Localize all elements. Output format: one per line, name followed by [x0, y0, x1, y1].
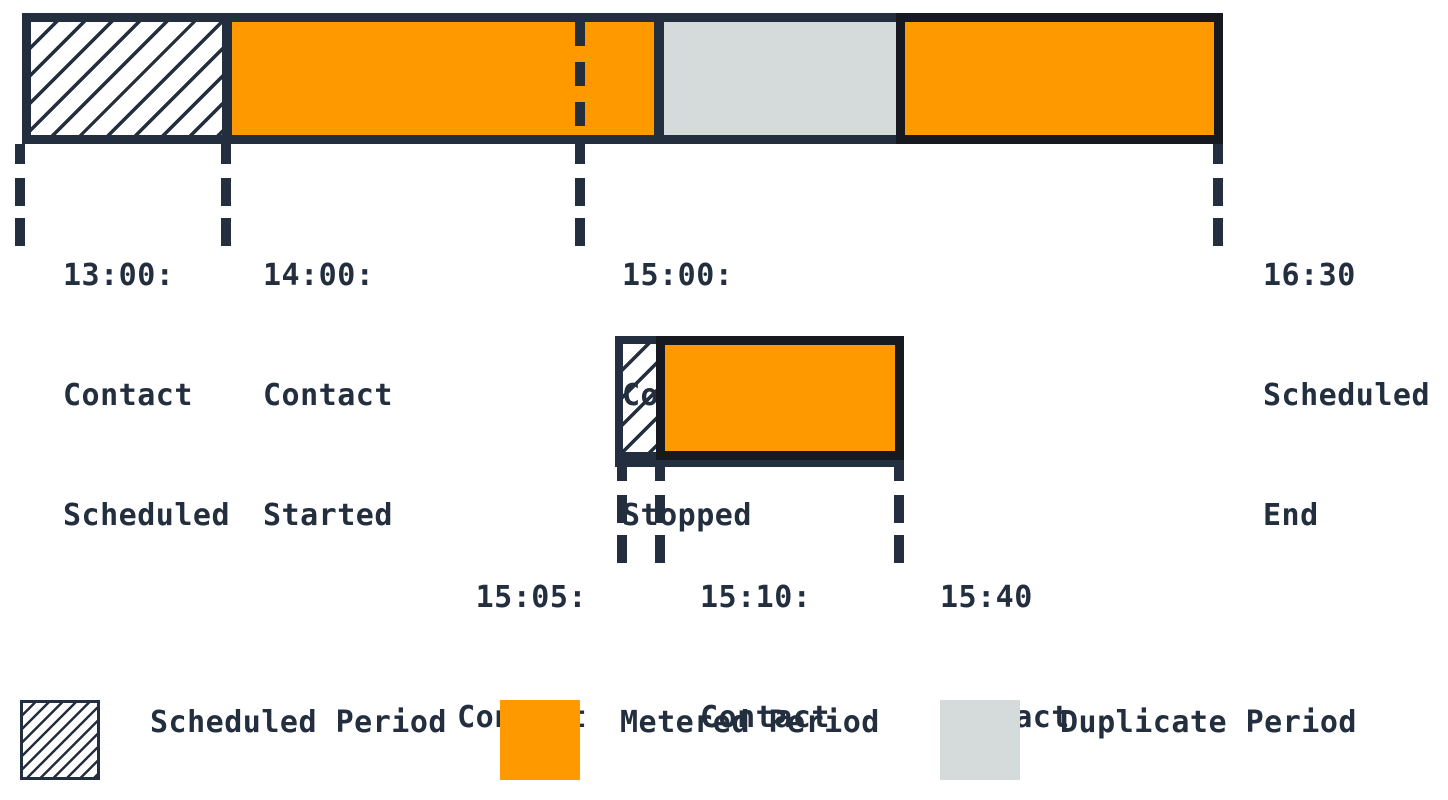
legend-swatch-duplicate-period — [940, 700, 1020, 780]
legend-swatch-scheduled-period — [20, 700, 100, 780]
tick-15-05 — [617, 467, 627, 563]
label-scheduled-end-16-30: 16:30 Scheduled End — [1263, 258, 1431, 533]
legend-label-duplicate-period: Duplicate Period — [1060, 705, 1357, 740]
segment-divider — [654, 22, 664, 135]
contact-stopped-dashed-line — [575, 22, 585, 135]
tick-13-00 — [15, 144, 25, 246]
top-segment-scheduled-period — [31, 22, 222, 135]
top-segment-metered-period-2 — [896, 13, 1223, 144]
legend-swatch-metered-period — [500, 700, 580, 780]
tick-15-40 — [894, 467, 904, 563]
top-segment-duplicate-period — [664, 22, 896, 135]
segment-divider — [222, 22, 232, 135]
label-contact-started-14-00: 14:00: Contact Started — [263, 258, 393, 533]
top-segment-metered-period-1 — [232, 22, 654, 135]
bottom-segment-metered-period — [656, 336, 904, 460]
legend-label-scheduled-period: Scheduled Period — [150, 705, 447, 740]
label-contact-started-15-10: 15:10: Contact Started — [700, 580, 830, 735]
bottom-segment-scheduled-period — [615, 336, 660, 460]
tick-14-00 — [221, 144, 231, 246]
tick-16-30 — [1213, 144, 1223, 246]
label-contact-scheduled-13-00: 13:00: Contact Scheduled — [63, 258, 231, 533]
bottom-bar-bracket — [615, 460, 904, 467]
tick-15-10 — [655, 467, 665, 563]
tick-15-00 — [575, 144, 585, 246]
legend-label-metered-period: Metered Period — [620, 705, 880, 740]
